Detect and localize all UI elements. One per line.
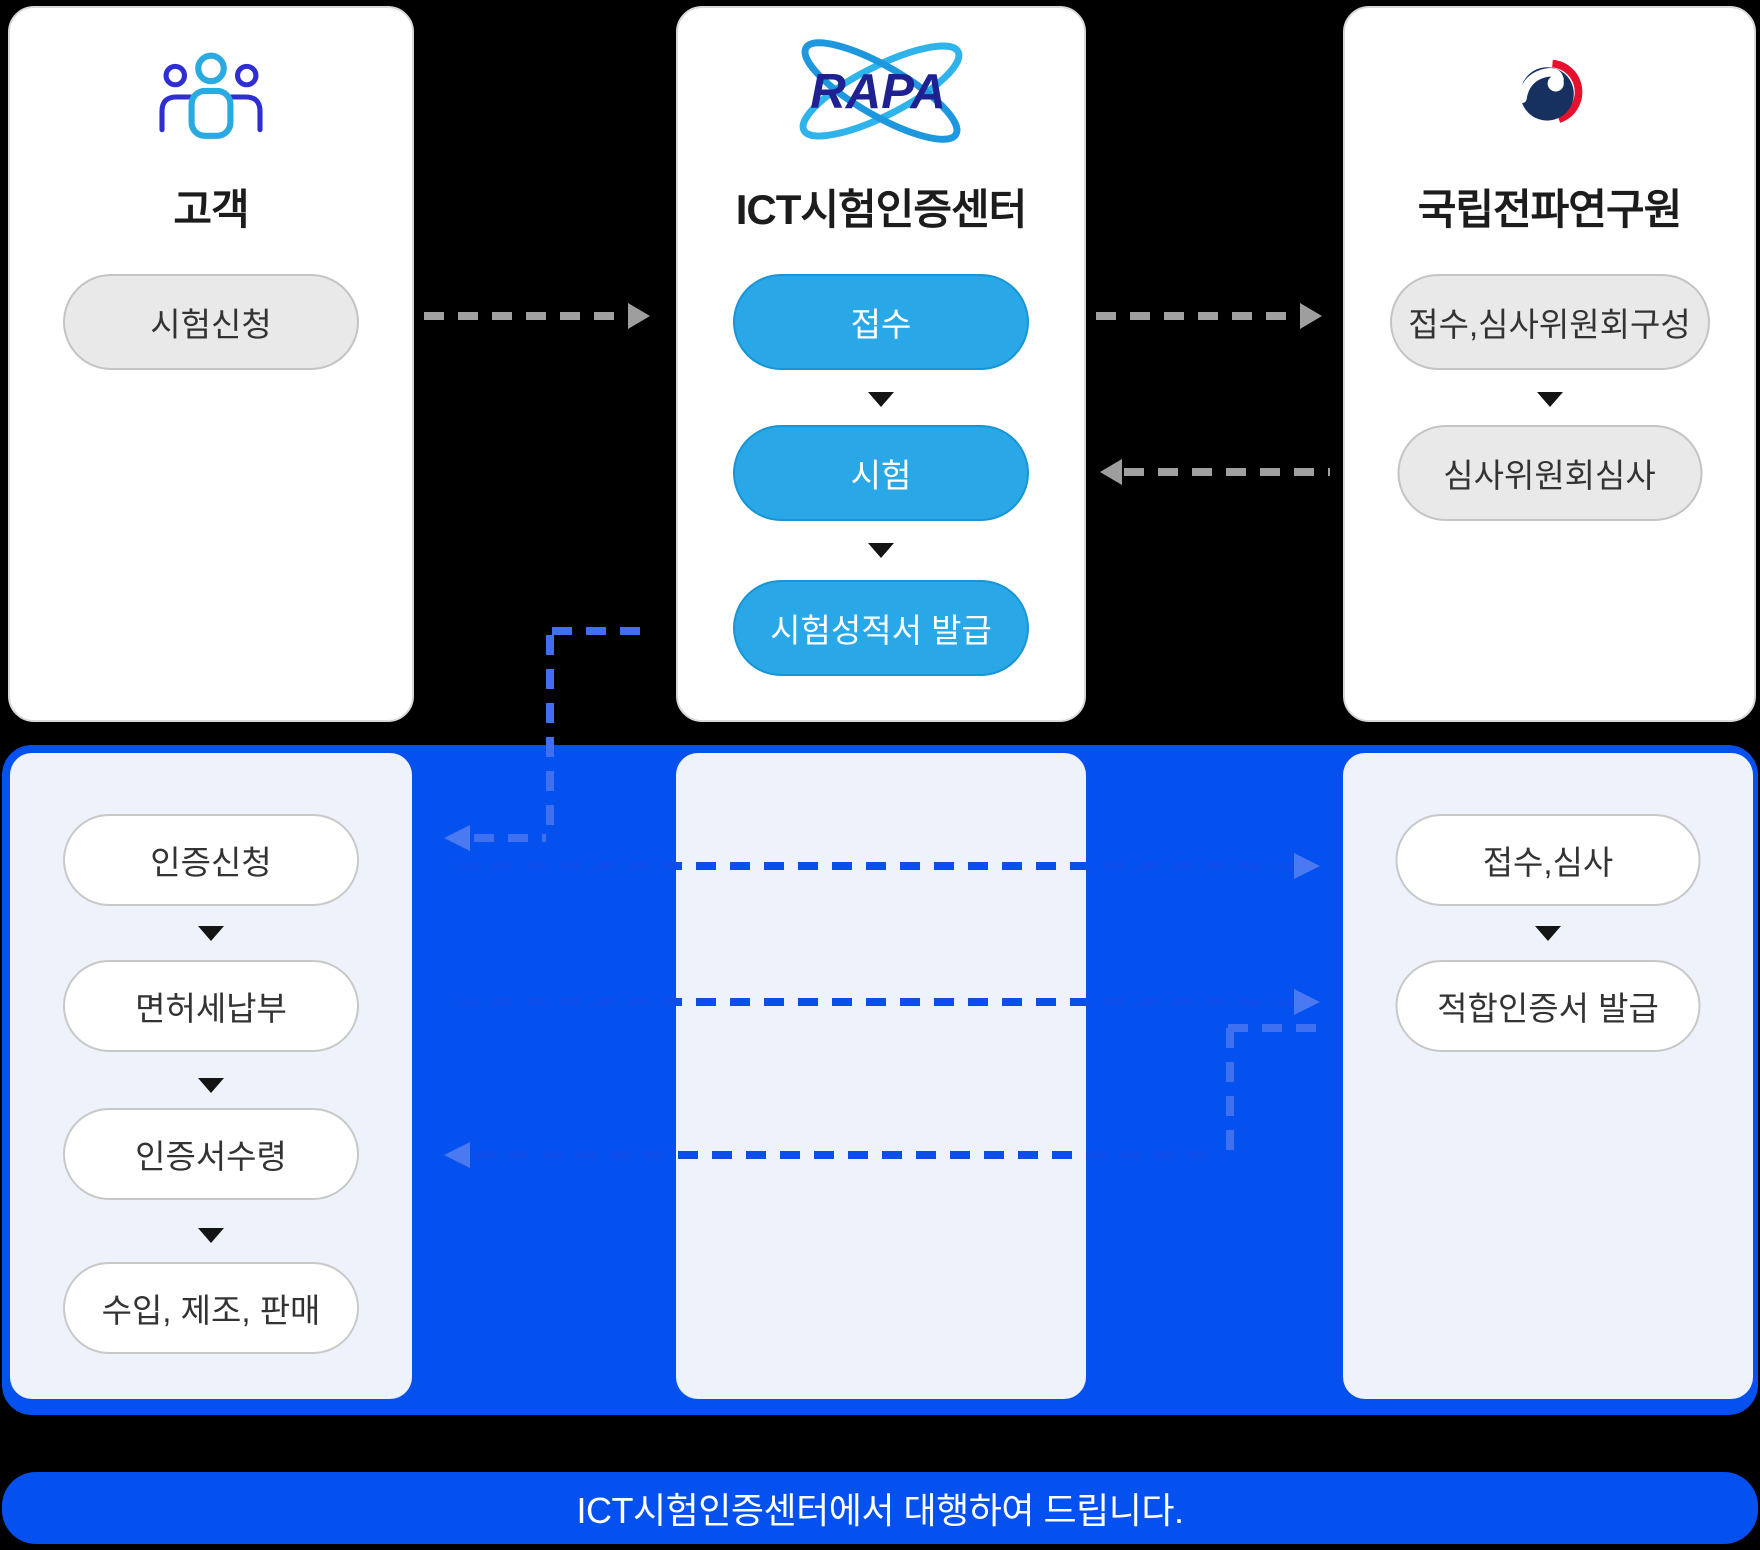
step-pill-test: 시험 xyxy=(733,425,1029,521)
dashed-line-rra-to-ict xyxy=(1124,468,1330,476)
dashed-line-cert-to-customer xyxy=(474,1151,1226,1159)
step-pill-license-tax: 면허세납부 xyxy=(63,960,359,1052)
flow-down-arrow-icon xyxy=(868,543,894,558)
ict-bottom-column xyxy=(676,753,1086,1399)
flow-down-arrow-icon xyxy=(198,1078,224,1093)
flow-down-arrow-icon xyxy=(1535,926,1561,941)
rra-bottom-column: 접수,심사 적합인증서 발급 xyxy=(1343,753,1753,1399)
dashed-elbow-cert-v xyxy=(1226,1028,1234,1151)
ict-center-card: RAPA ICT시험인증센터 접수 시험 시험성적서 발급 xyxy=(676,6,1086,722)
arrow-left-icon xyxy=(444,1142,470,1168)
step-pill-receipt: 접수 xyxy=(733,274,1029,370)
footer-note-bar: ICT시험인증센터에서 대행하여 드립니다. xyxy=(2,1472,1758,1544)
rra-card: 국립전파연구원 접수,심사위원회구성 심사위원회심사 xyxy=(1343,6,1756,722)
flow-down-arrow-icon xyxy=(1536,392,1563,407)
step-pill-receipt-review: 접수,심사 xyxy=(1395,814,1701,906)
dashed-line-ict-to-rra xyxy=(1096,312,1300,320)
customer-title: 고객 xyxy=(173,186,249,233)
step-pill-import-manufacture-sale: 수입, 제조, 판매 xyxy=(63,1262,359,1354)
dashed-line-certapp-to-rra xyxy=(458,862,1294,870)
arrow-right-icon xyxy=(628,303,650,329)
rapa-logo: RAPA xyxy=(678,34,1084,152)
footer-note-text: ICT시험인증센터에서 대행하여 드립니다. xyxy=(576,1490,1184,1531)
flow-down-arrow-icon xyxy=(198,926,224,941)
ict-center-title: ICT시험인증센터 xyxy=(735,186,1028,233)
flow-down-arrow-icon xyxy=(868,392,894,407)
dashed-line-tax-to-certissue xyxy=(458,998,1294,1006)
korea-gov-logo xyxy=(1345,52,1754,132)
flow-down-arrow-icon xyxy=(198,1228,224,1243)
customer-card: 고객 시험신청 xyxy=(8,6,414,722)
dashed-elbow-report-v xyxy=(546,635,554,834)
dashed-elbow-cert-h xyxy=(1228,1024,1316,1032)
rapa-logo-text: RAPA xyxy=(810,64,946,119)
step-pill-committee-review: 심사위원회심사 xyxy=(1397,425,1702,521)
dashed-line-customer-to-ict xyxy=(424,312,628,320)
dashed-elbow-report-h2 xyxy=(474,834,546,842)
arrow-left-icon xyxy=(444,825,470,851)
arrow-right-icon xyxy=(1300,303,1322,329)
people-icon xyxy=(10,48,412,146)
step-pill-receipt-committee: 접수,심사위원회구성 xyxy=(1389,274,1710,370)
step-pill-conformity-cert-issue: 적합인증서 발급 xyxy=(1395,960,1701,1052)
arrow-left-icon xyxy=(1100,459,1122,485)
customer-bottom-column: 인증신청 면허세납부 인증서수령 수입, 제조, 판매 xyxy=(10,753,412,1399)
dashed-elbow-report-h xyxy=(552,627,652,635)
step-pill-cert-application: 인증신청 xyxy=(63,814,359,906)
step-pill-test-report-issue: 시험성적서 발급 xyxy=(733,580,1029,676)
step-pill-cert-receive: 인증서수령 xyxy=(63,1108,359,1200)
arrow-right-icon xyxy=(1294,853,1320,879)
arrow-right-icon xyxy=(1294,989,1320,1015)
rra-title: 국립전파연구원 xyxy=(1417,186,1682,233)
step-pill-test-application: 시험신청 xyxy=(63,274,359,370)
